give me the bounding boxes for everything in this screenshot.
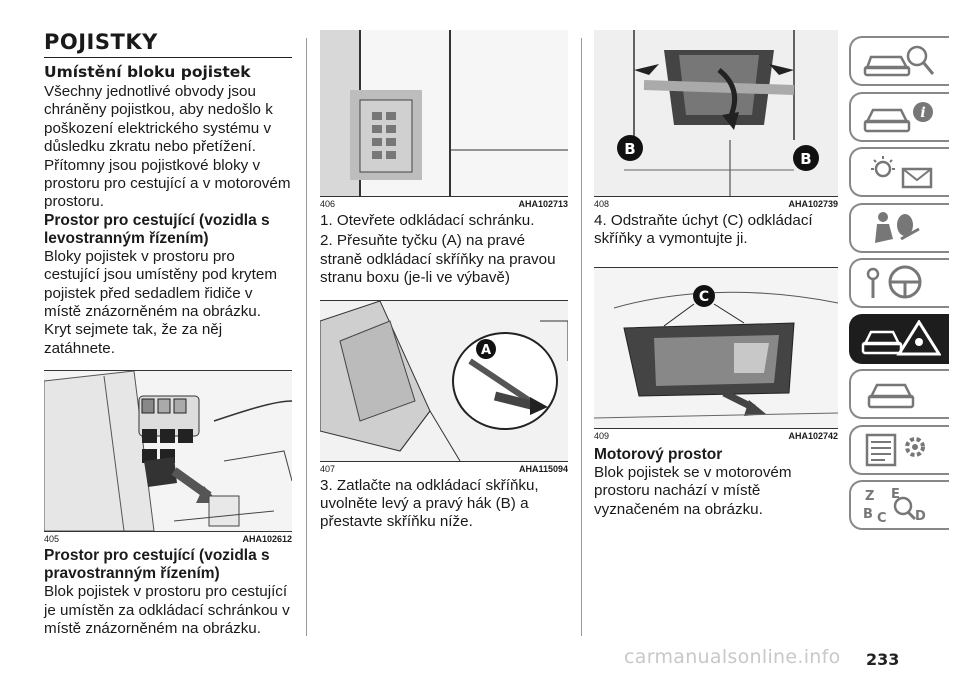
step-3: 3. Zatlačte na odkládací skříňku, uvolně… xyxy=(320,476,539,531)
glovebox-removal-illustration: C xyxy=(594,267,838,428)
car-service-icon xyxy=(867,383,915,409)
tab-alphabet-index[interactable]: Z E B C D xyxy=(849,480,949,530)
tab-specifications[interactable] xyxy=(849,424,949,475)
car-search-icon xyxy=(863,45,935,77)
tab-car-service[interactable] xyxy=(849,369,949,419)
callout-label-a: A xyxy=(481,343,491,358)
figure-408-caption: 408 AHA102739 xyxy=(594,197,838,212)
column-divider xyxy=(581,38,582,636)
glovebox-rod-illustration: A xyxy=(320,300,568,461)
figure-code: AHA102739 xyxy=(788,199,838,209)
step-2: 2. Přesuňte tyčku (A) na pravé straně od… xyxy=(320,232,556,287)
column-left: POJISTKY Umístění bloku pojistek Všechny… xyxy=(44,30,292,639)
alphabet-index-icon: Z E B C D xyxy=(863,487,926,524)
watermark: carmanualsonline.info xyxy=(624,646,841,668)
fuse-cover-illustration xyxy=(44,371,292,532)
figure-408: B B xyxy=(594,30,838,197)
tab-car-search[interactable] xyxy=(849,36,949,86)
tab-steering-key[interactable] xyxy=(849,258,949,308)
figure-code: AHA115094 xyxy=(518,463,568,474)
section-text-engine: Blok pojistek se v motorovém prostoru na… xyxy=(594,463,792,518)
figure-code: AHA102742 xyxy=(788,430,838,441)
car-breakdown-warning-icon xyxy=(861,319,941,355)
svg-text:D: D xyxy=(915,509,926,524)
callout-label-c: C xyxy=(699,289,709,305)
figure-number: 408 xyxy=(594,199,610,209)
figure-number: 406 xyxy=(320,199,336,209)
figure-409-caption: 409 AHA102742 xyxy=(594,429,838,444)
callout-label-b-left: B xyxy=(624,140,635,158)
figure-number: 409 xyxy=(594,430,610,441)
figure-406 xyxy=(320,30,568,197)
svg-text:C: C xyxy=(877,511,887,524)
figure-407-caption: 407 AHA115094 xyxy=(320,462,568,477)
section-text-rhd: Blok pojistek v prostoru pro cestující j… xyxy=(44,583,290,638)
tab-warning-lights[interactable] xyxy=(849,147,949,197)
svg-text:i: i xyxy=(920,105,925,121)
glovebox-illustration xyxy=(320,30,568,196)
section-title-lhd: Prostor pro cestující (vozidla s levostr… xyxy=(44,211,270,247)
airbag-seat-icon xyxy=(875,211,920,243)
page-heading: POJISTKY xyxy=(44,30,292,58)
tab-emergency[interactable] xyxy=(849,313,949,364)
figure-number: 405 xyxy=(44,534,60,545)
column-right: B B 408 AHA102739 4. Odstraňte úchyt (C)… xyxy=(594,30,838,519)
steering-key-icon xyxy=(866,265,922,299)
subheading: Umístění bloku pojistek xyxy=(44,63,251,81)
figure-405 xyxy=(44,370,292,533)
page-number: 233 xyxy=(866,650,900,669)
figure-code: AHA102713 xyxy=(518,199,568,209)
car-info-icon: i xyxy=(863,101,933,132)
svg-text:Z: Z xyxy=(865,489,874,504)
section-title-rhd: Prostor pro cestující (vozidla s pravost… xyxy=(44,547,270,583)
svg-text:E: E xyxy=(891,487,900,502)
warning-lights-icon xyxy=(871,156,933,189)
column-middle: 406 AHA102713 1. Otevřete odkládací schr… xyxy=(320,30,568,532)
figure-406-caption: 406 AHA102713 xyxy=(320,197,568,212)
tab-car-info[interactable]: i xyxy=(849,91,949,142)
section-text-lhd: Bloky pojistek v prostoru pro cestující … xyxy=(44,247,277,357)
tab-airbag-seat[interactable] xyxy=(849,202,949,253)
figure-405-caption: 405 AHA102612 xyxy=(44,532,292,547)
figure-number: 407 xyxy=(320,463,336,474)
step-4: 4. Odstraňte úchyt (C) odkládací skříňky… xyxy=(594,212,813,248)
glovebox-hooks-illustration: B B xyxy=(594,30,838,196)
callout-label-b-right: B xyxy=(800,150,811,168)
chapter-tabs: i xyxy=(849,36,960,536)
svg-text:B: B xyxy=(863,507,873,522)
step-1: 1. Otevřete odkládací schránku. xyxy=(320,212,535,229)
figure-409: C xyxy=(594,266,838,429)
figure-code: AHA102612 xyxy=(242,534,292,545)
figure-407: A xyxy=(320,299,568,462)
specifications-gear-icon xyxy=(865,433,925,466)
intro-text: Všechny jednotlivé obvody jsou chráněny … xyxy=(44,83,291,211)
section-title-engine: Motorový prostor xyxy=(594,445,723,463)
column-divider xyxy=(306,38,307,636)
